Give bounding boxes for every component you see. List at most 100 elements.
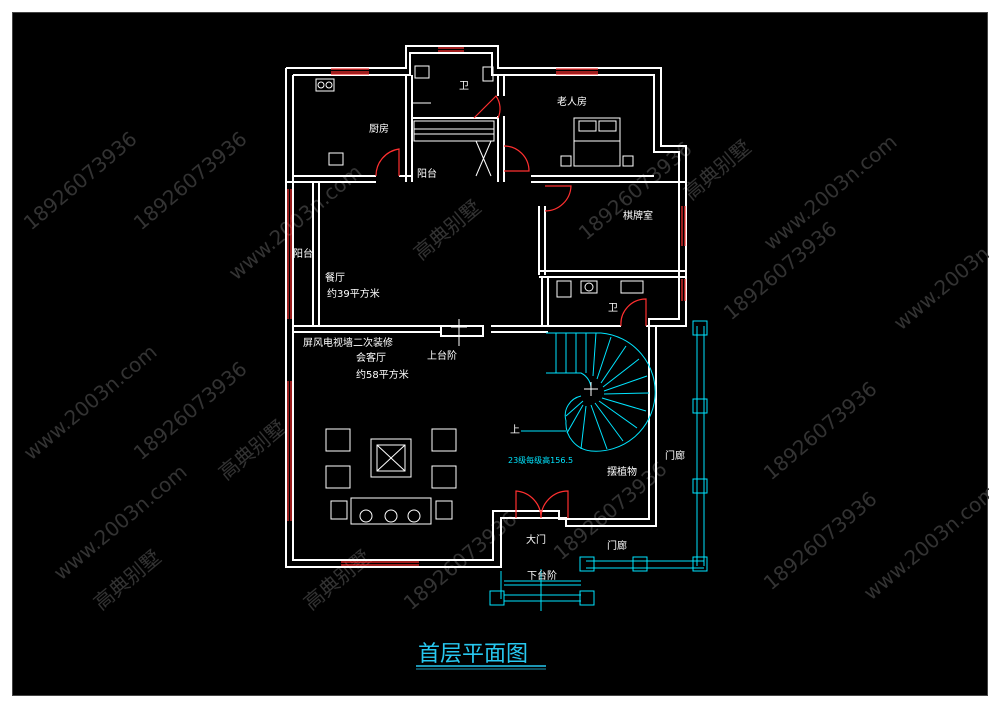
stair-tread [602,358,640,388]
basin [482,66,494,82]
door-main-right [540,490,569,519]
side-table [435,500,453,520]
sofa [350,497,432,525]
basin [580,280,598,294]
door-layer [375,95,647,519]
sink [328,152,344,166]
room-label-chess-room: 棋牌室 [623,209,653,222]
railing [475,140,492,177]
balcony-storage [413,120,495,142]
cushion [407,509,421,523]
room-label-living-area: 约58平方米 [356,368,409,381]
room-label-porch-bottom: 门廊 [607,539,627,552]
door-bath-mid [620,298,647,327]
watermark-brand: 高典别墅 [299,545,376,615]
floor-plan-svg: 18926073936 18926073936 www.2003n.com 18… [19,45,1000,670]
outer-wall [285,45,687,568]
watermark-phone: 18926073936 [759,376,882,484]
armchair [431,465,457,489]
cad-drawing-canvas: 18926073936 18926073936 www.2003n.com 18… [12,12,1000,696]
stair-tread [598,400,638,429]
room-label-dining-area: 约39平方米 [327,287,380,300]
watermark-phone: 18926073936 [129,356,252,464]
room-label-dining: 餐厅 [325,271,345,284]
watermark-brand: 高典别墅 [89,545,166,615]
stair-tread [603,392,650,395]
porch-column [692,556,708,572]
toilet [414,65,430,79]
watermark-site: www.2003n.com [859,480,989,605]
toilet [556,280,572,298]
wall [440,325,484,337]
porch-column [489,590,505,606]
watermark-brand: 高典别墅 [679,135,756,205]
room-label-main-door: 大门 [526,533,546,546]
room-label-balcony-top: 阳台 [417,167,437,180]
label-layer: 厨房 卫 老人房 阳台 棋牌室 阳台 餐厅 约39平方米 卫 屏风电视墙二次装修… [293,81,685,582]
outer-wall-inner [292,52,680,561]
cushion [359,509,373,523]
watermark-phone: 18926073936 [19,126,142,234]
stair-tread [603,375,648,392]
watermark-site: www.2003n.com [49,460,192,585]
door-kitchen [375,148,400,177]
cushion [384,509,398,523]
stove-burner [317,81,325,89]
porch-column [579,556,595,572]
porch-column [692,398,708,414]
watermark-phone: 18926073936 [759,486,882,594]
vanity [620,280,644,294]
stair-tread [594,402,624,442]
porch-column [692,478,708,494]
room-label-display: 摆植物 [607,465,637,478]
nightstand [622,155,634,167]
nightstand [560,155,572,167]
porch-column [632,556,648,572]
spiral-stair-inner [546,372,592,392]
basin-bowl [584,282,594,292]
armchair [431,428,457,452]
room-label-down-step: 下台阶 [527,569,557,582]
stove [315,78,335,92]
window-layer [287,47,686,566]
room-label-up-step: 上台阶 [427,349,457,362]
stair-tread [596,336,612,380]
stair-tread [590,404,608,450]
coffee-table-inner [376,444,406,472]
stove-burner [325,81,333,89]
stair-porch-layer [489,320,708,611]
coffee-table [370,438,412,478]
room-label-stair-note: 23级每级高156.5 [508,455,573,465]
coffee-table-cross [376,444,406,472]
room-label-living: 会客厅 [356,351,386,364]
bed [573,117,621,167]
pillow [598,120,617,132]
watermark-layer: 18926073936 18926073936 www.2003n.com 18… [19,126,1000,615]
stair-tread [592,332,597,377]
stair-tread [580,405,587,450]
room-label-stair-up: 上 [510,424,520,436]
room-label-bathroom-top: 卫 [459,81,469,92]
room-label-kitchen: 厨房 [369,122,389,135]
watermark-brand: 高典别墅 [214,415,291,485]
porch-column [692,320,708,336]
door-bath-top [473,95,501,119]
stair-tread [566,404,584,434]
watermark-brand: 高典别墅 [409,195,486,265]
room-label-tv-wall: 屏风电视墙二次装修 [303,336,393,349]
stair-tread [565,400,584,417]
stair-tread [601,397,647,412]
door-chess-room [544,185,572,212]
room-label-elder-room: 老人房 [557,95,587,108]
spiral-stair-outer [546,332,656,452]
door-main-left [515,490,542,519]
stair-tread [600,345,627,384]
room-label-bathroom-mid: 卫 [608,303,618,314]
drawing-title: 首层平面图 [418,642,528,667]
door-elder-room [503,145,530,172]
watermark-site: www.2003n.com [224,160,367,285]
side-table [330,500,348,520]
pillow [578,120,597,132]
drawing-code: 图号T61108 [34,658,150,682]
watermark-phone: 18926073936 [129,126,252,234]
